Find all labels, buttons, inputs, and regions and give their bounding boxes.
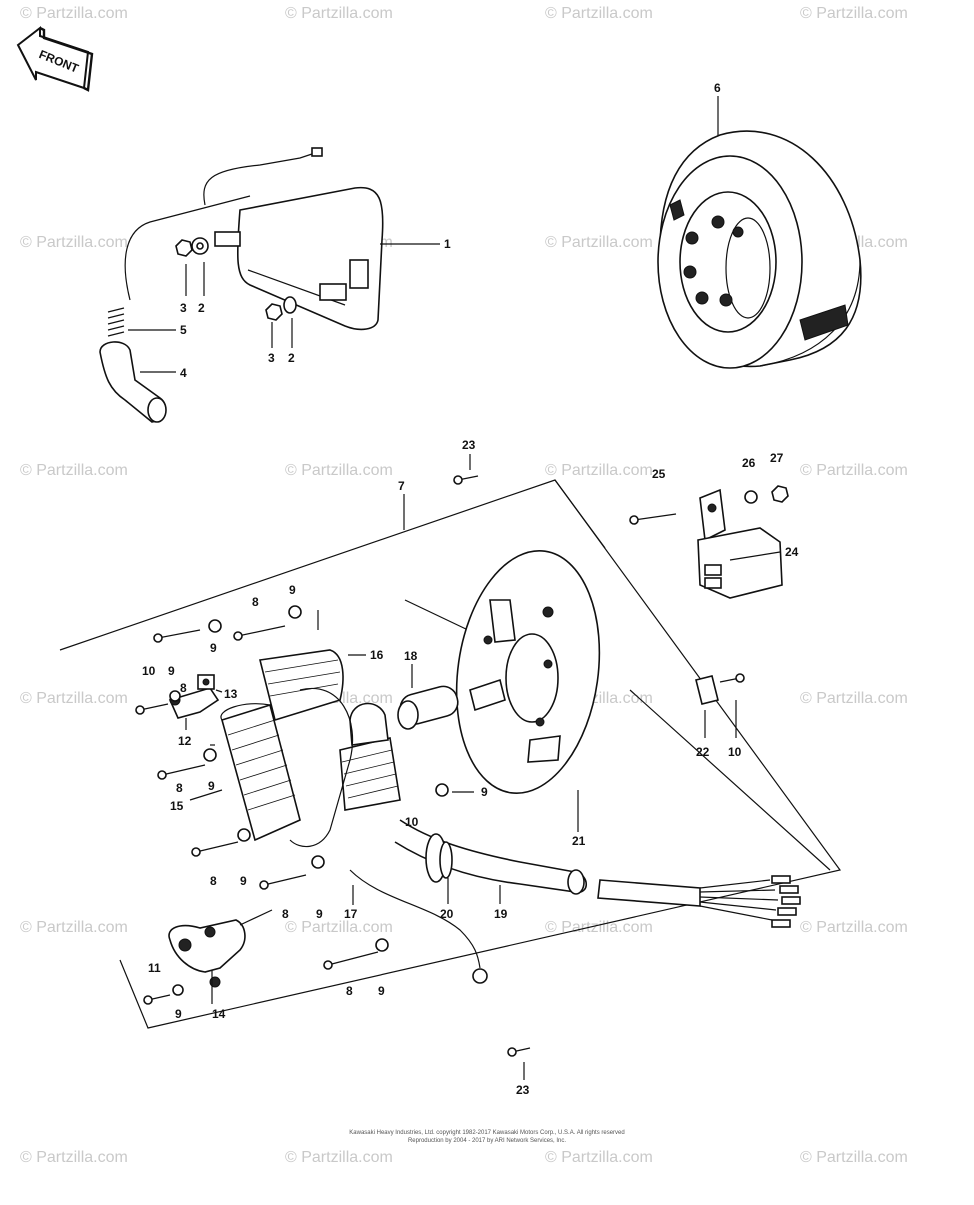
callout-9: 9 xyxy=(208,779,215,793)
watermark: © Partzilla.com xyxy=(800,5,908,22)
callout-10: 10 xyxy=(728,745,742,759)
nut-part xyxy=(175,239,283,321)
callout-12: 12 xyxy=(178,734,192,748)
watermark: © Partzilla.com xyxy=(20,919,128,936)
bolt-part xyxy=(135,475,745,1057)
callout-3: 3 xyxy=(180,301,187,315)
ignition-coil-part xyxy=(124,147,384,331)
callout-16: 16 xyxy=(370,648,384,662)
callout-9: 9 xyxy=(240,874,247,888)
watermark: © Partzilla.com xyxy=(285,1149,393,1166)
watermark: © Partzilla.com xyxy=(800,1149,908,1166)
washer-part xyxy=(191,237,297,314)
callout-22: 22 xyxy=(696,745,710,759)
callout-9: 9 xyxy=(175,1007,182,1021)
lock-washer-part xyxy=(169,485,789,996)
watermark: © Partzilla.com xyxy=(285,919,393,936)
callout-8: 8 xyxy=(252,595,259,609)
ignition-pickup-part xyxy=(168,909,273,988)
watermark: © Partzilla.com xyxy=(20,690,128,707)
copyright-line: Kawasaki Heavy Industries, Ltd. copyrigh… xyxy=(349,1130,625,1136)
callout-18: 18 xyxy=(404,649,418,663)
lighting-coil-part xyxy=(259,649,401,848)
wire-harness-part xyxy=(394,819,801,928)
callout-2: 2 xyxy=(198,301,205,315)
spring-part xyxy=(107,307,125,337)
callout-labels: 1 2 2 3 3 4 5 6 7 8 8 8 8 8 8 9 9 9 9 9 … xyxy=(142,81,799,1097)
callout-17: 17 xyxy=(344,907,358,921)
charging-coil-part xyxy=(220,703,301,842)
callout-5: 5 xyxy=(180,323,187,337)
callout-4: 4 xyxy=(180,366,187,380)
callout-9: 9 xyxy=(168,664,175,678)
callout-8: 8 xyxy=(210,874,217,888)
watermark: © Partzilla.com xyxy=(800,690,908,707)
stator-plate-part xyxy=(455,549,601,795)
callout-26: 26 xyxy=(742,456,756,470)
watermark: © Partzilla.com xyxy=(545,462,653,479)
callout-24: 24 xyxy=(785,545,799,559)
callout-13: 13 xyxy=(224,687,238,701)
callout-19: 19 xyxy=(494,907,508,921)
grommet-part xyxy=(425,833,453,883)
callout-10: 10 xyxy=(405,815,419,829)
watermark: © Partzilla.com xyxy=(800,919,908,936)
callout-14: 14 xyxy=(212,1007,226,1021)
copyright-line: Reproduction by 2004 - 2017 by ARI Netwo… xyxy=(407,1138,567,1144)
watermark: © Partzilla.com xyxy=(20,5,128,22)
callout-23: 23 xyxy=(462,438,476,452)
callout-27: 27 xyxy=(770,451,784,465)
watermark: © Partzilla.com xyxy=(545,5,653,22)
watermark: © Partzilla.com xyxy=(20,1149,128,1166)
callout-9: 9 xyxy=(378,984,385,998)
voltage-regulator-part xyxy=(697,488,783,599)
watermark: © Partzilla.com xyxy=(545,234,653,251)
condenser-part xyxy=(397,685,459,730)
callout-23: 23 xyxy=(516,1083,530,1097)
assembly-outline xyxy=(59,479,842,1029)
callout-8: 8 xyxy=(282,907,289,921)
watermark: © Partzilla.com xyxy=(20,234,128,251)
assembly-outline xyxy=(404,479,831,871)
callout-8: 8 xyxy=(346,984,353,998)
callout-9: 9 xyxy=(289,583,296,597)
callout-3: 3 xyxy=(268,351,275,365)
callout-8: 8 xyxy=(176,781,183,795)
callout-9: 9 xyxy=(481,785,488,799)
callout-1: 1 xyxy=(444,237,451,251)
bracket-part xyxy=(695,675,719,705)
front-direction-badge: FRONT xyxy=(16,25,94,92)
callout-25: 25 xyxy=(652,467,666,481)
watermark: © Partzilla.com xyxy=(285,5,393,22)
callout-11: 11 xyxy=(148,961,161,975)
callout-21: 21 xyxy=(572,834,586,848)
callout-10: 10 xyxy=(142,664,156,678)
callout-9: 9 xyxy=(316,907,323,921)
ground-wire-part xyxy=(349,869,488,984)
watermark: © Partzilla.com xyxy=(545,1149,653,1166)
callout-20: 20 xyxy=(440,907,454,921)
leader-lines xyxy=(128,96,781,1080)
callout-2: 2 xyxy=(288,351,295,365)
watermark: © Partzilla.com xyxy=(285,462,393,479)
callout-8: 8 xyxy=(180,681,187,695)
watermark: © Partzilla.com xyxy=(800,462,908,479)
callout-6: 6 xyxy=(714,81,721,95)
plug-cap-part xyxy=(99,341,167,423)
callout-7: 7 xyxy=(398,479,405,493)
watermark: © Partzilla.com xyxy=(20,462,128,479)
callout-9: 9 xyxy=(210,641,217,655)
callout-15: 15 xyxy=(170,799,184,813)
flywheel-rotor-part xyxy=(657,130,862,369)
